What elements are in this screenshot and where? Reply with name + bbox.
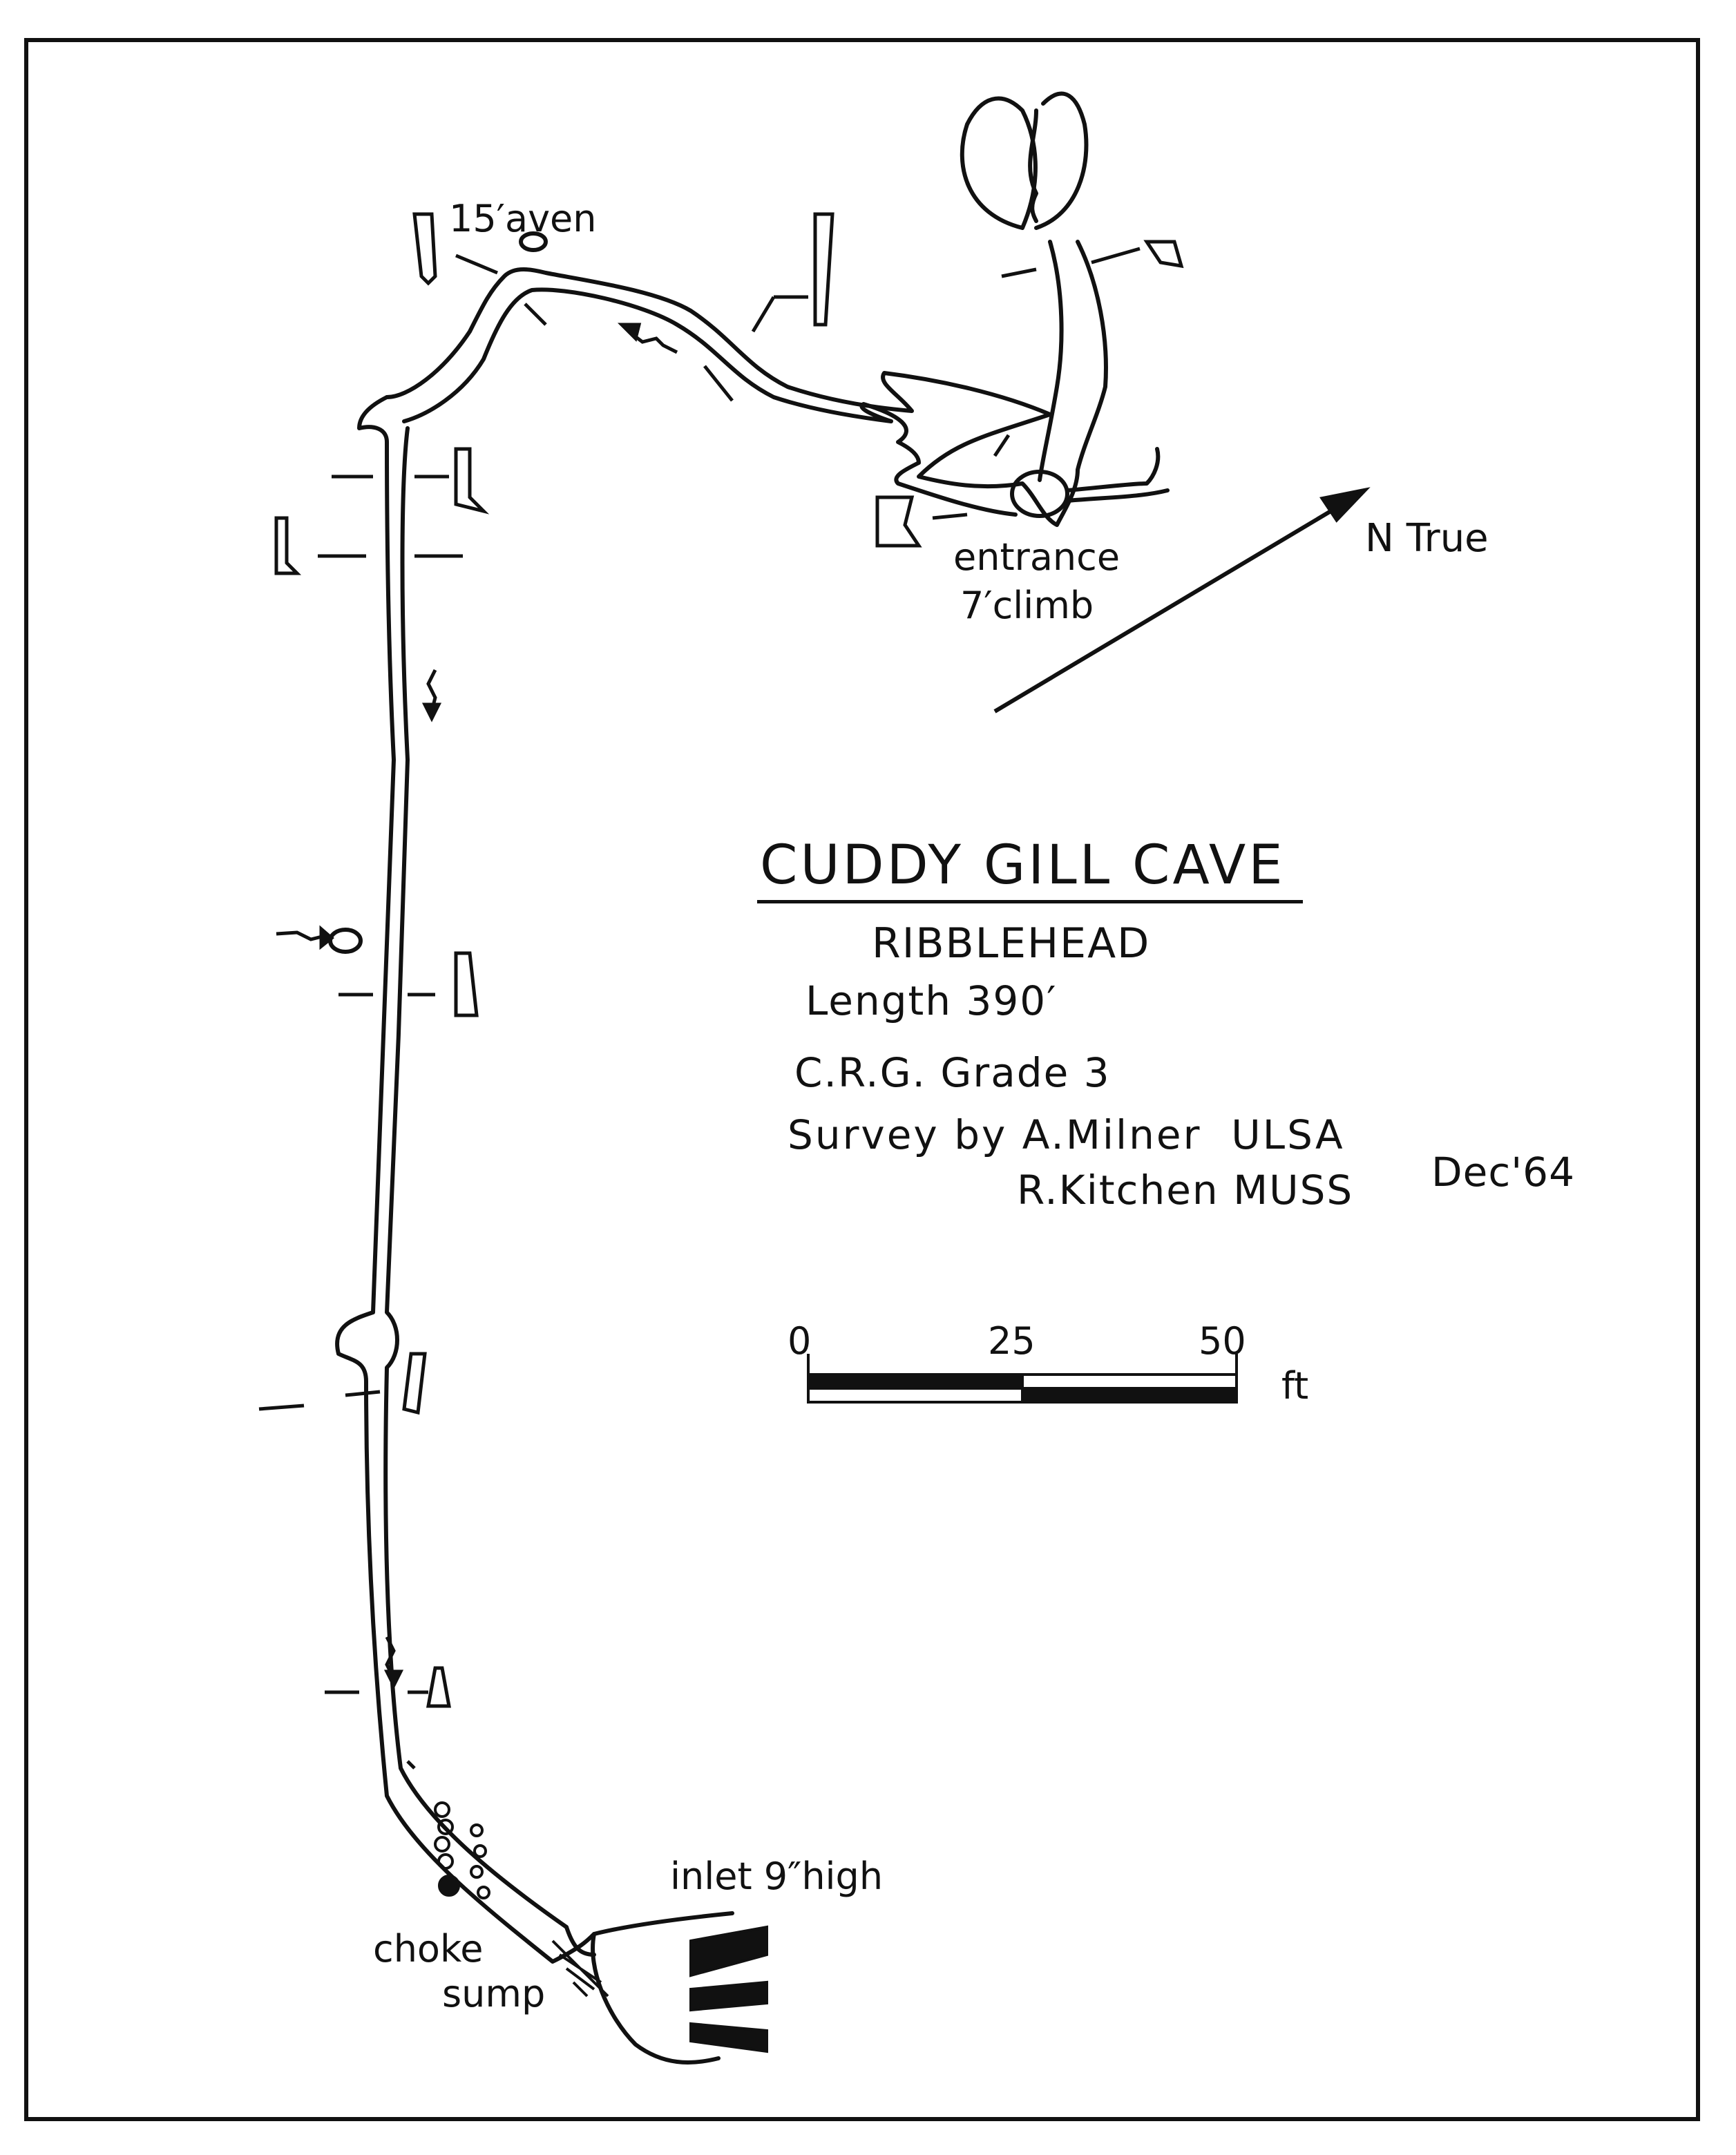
north-label: N True [1365,516,1489,561]
survey-line-1: Survey by A.Milner ULSA [788,1115,1345,1155]
cave-title: CUDDY GILL CAVE [760,834,1286,897]
aven-label: 15′aven [449,197,597,240]
sump-hatching [551,1925,768,2053]
north-arrow [993,487,1371,713]
choke-label: choke [373,1927,484,1971]
entrance-shaft [1010,470,1069,518]
club-1: ULSA [1231,1111,1345,1158]
section-marks [258,247,1141,1770]
survey-date: Dec'64 [1431,1149,1575,1196]
scale-bar [807,1354,1238,1404]
map-frame [24,38,1700,2121]
scale-tick-25: 25 [988,1319,1036,1363]
scale-unit: ft [1281,1364,1309,1408]
scale-tick-0: 0 [788,1319,812,1363]
sump-label: sump [442,1972,546,2015]
length-label: Length 390′ [805,977,1058,1024]
title-underline [757,900,1303,903]
cross-sections [274,212,1184,1708]
location-label: RIBBLEHEAD [872,919,1151,968]
water-flow-arrows [276,323,678,1689]
inlet-label: inlet 9″high [670,1855,884,1898]
choke-boulders [434,1801,490,1899]
scale-tick-50: 50 [1199,1319,1246,1363]
entrance-label: entrance [953,535,1120,579]
surveyor-2: R.Kitchen [1017,1167,1219,1214]
length-unit-mark: ′ [1047,977,1058,1024]
survey-line-2: R.Kitchen MUSS [1017,1170,1353,1210]
side-inlet-shaft [328,928,363,954]
climb-label: 7′climb [960,584,1094,627]
grade-label: C.R.G. Grade 3 [794,1049,1111,1096]
aven-shaft [519,231,548,252]
survey-by: Survey by A.Milner [788,1111,1202,1158]
cave-passage [328,91,1170,2065]
club-2: MUSS [1233,1167,1354,1214]
